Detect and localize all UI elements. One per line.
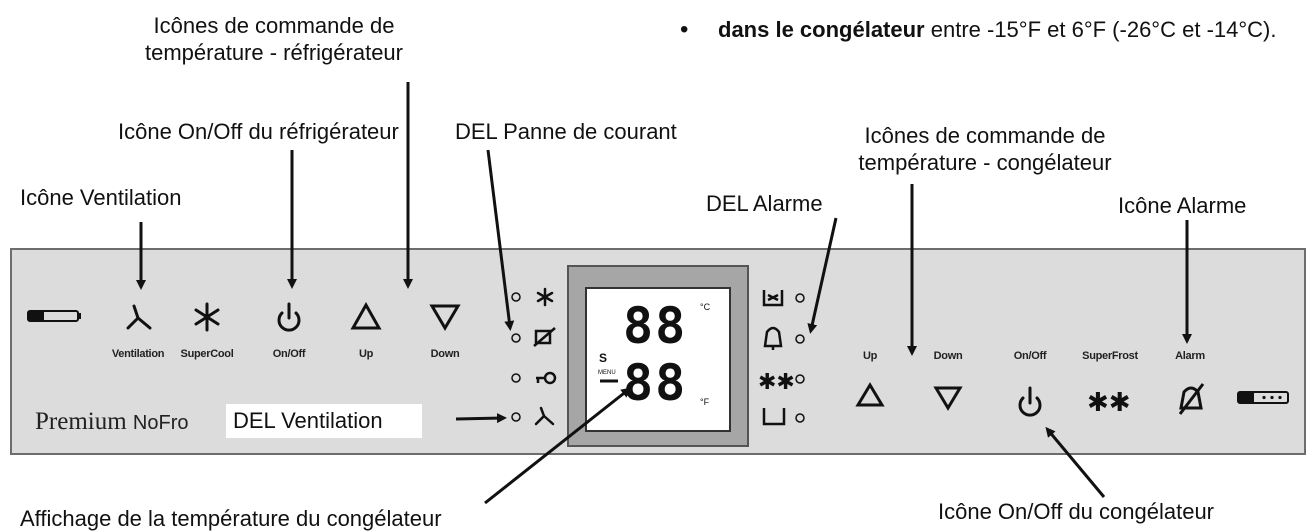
label-alarm: Alarm <box>1175 350 1205 362</box>
down-triangle-icon[interactable] <box>429 304 461 331</box>
bell-crossed-icon[interactable] <box>1178 383 1205 415</box>
callout-line: température - réfrigérateur <box>145 40 403 65</box>
led-ventilation <box>511 412 521 422</box>
snowflake-icon <box>536 287 554 307</box>
fan-icon <box>534 406 555 426</box>
led-alarm <box>795 334 805 344</box>
bell-icon <box>763 326 783 350</box>
callout-freezer-onoff: Icône On/Off du congélateur <box>938 499 1214 524</box>
label-fridge-up: Up <box>358 348 374 360</box>
bullet-dot: • <box>680 16 689 43</box>
callout-arrows <box>136 82 1192 505</box>
double-snowflake-icon: ✱✱ <box>758 370 795 395</box>
label-freezer-onoff: On/Off <box>1013 350 1047 362</box>
label-fridge-down: Down <box>430 348 460 360</box>
callout-fridge-onoff: Icône On/Off du réfrigérateur <box>118 119 399 144</box>
label-fridge-onoff: On/Off <box>272 348 306 360</box>
brand-sub: NoFro <box>132 412 189 434</box>
callout-line: Icônes de commande de <box>153 13 395 38</box>
brand-name: Premium <box>35 408 127 435</box>
up-triangle-icon[interactable] <box>350 301 382 330</box>
label-freezer-up: Up <box>862 350 878 362</box>
unit-fahrenheit: °F <box>700 397 710 407</box>
callout-ventilation-icon: Icône Ventilation <box>20 185 182 210</box>
led-bucket <box>795 413 805 423</box>
label-freezer-down: Down <box>933 350 963 362</box>
led-power-failure <box>511 333 521 343</box>
arrow-ventilation-led <box>455 413 507 424</box>
bucket-icon <box>762 408 786 426</box>
arrow-power-failure-led <box>486 149 515 331</box>
up-triangle-icon[interactable] <box>855 382 885 407</box>
label-supercool: SuperCool <box>180 348 234 360</box>
callout-alarm-icon: Icône Alarme <box>1118 193 1247 218</box>
bullet-bold: dans le congélateur <box>718 17 925 42</box>
double-snowflake-icon[interactable]: ✱✱ <box>1087 388 1131 418</box>
power-icon[interactable] <box>1018 386 1042 417</box>
unit-celsius: °C <box>700 302 711 312</box>
key-icon <box>536 371 557 385</box>
callout-ventilation-led: DEL Ventilation <box>226 404 422 438</box>
brand-premium-nofrost: Premium NoFro <box>35 408 189 436</box>
callout-freezer-display: Affichage de la température du congélate… <box>20 506 442 531</box>
menu-indicator: MENU <box>598 370 616 376</box>
callout-alarm-led: DEL Alarme <box>706 191 823 216</box>
arrow-alarm-led <box>807 217 838 334</box>
power-icon <box>277 302 301 332</box>
callout-line: température - congélateur <box>858 150 1112 175</box>
bullet-rest: entre -15°F et 6°F (-26°C et -14°C). <box>924 17 1277 42</box>
arrow-freezer-display <box>484 387 632 505</box>
freezer-temp-digits: 88 <box>623 354 688 412</box>
arrow-freezer-onoff <box>1045 426 1106 498</box>
fan-icon <box>126 304 152 330</box>
power-failure-icon <box>533 327 556 347</box>
callout-line: Icônes de commande de <box>864 123 1106 148</box>
down-triangle-icon[interactable] <box>933 386 963 411</box>
led-water <box>795 293 805 303</box>
label-ventilation: Ventilation <box>111 348 165 360</box>
led-superfrost <box>511 292 521 302</box>
led-superfrost-right <box>795 374 805 384</box>
battery-icon <box>27 310 81 322</box>
callout-power-failure-led: DEL Panne de courant <box>455 119 677 144</box>
temperature-display <box>585 287 731 432</box>
callout-fridge-temp-controls: Icônes de commande de température - réfr… <box>104 12 444 66</box>
label-superfrost: SuperFrost <box>1082 350 1138 362</box>
bullet-text: dans le congélateur entre -15°F et 6°F (… <box>718 16 1308 43</box>
superfrost-s-indicator: S <box>599 351 608 365</box>
snowflake-icon <box>194 302 220 332</box>
battery-icon <box>1237 391 1289 404</box>
led-childlock <box>511 373 521 383</box>
callout-freezer-temp-controls: Icônes de commande de température - cong… <box>815 122 1155 176</box>
fridge-temp-digits: 88 <box>623 297 688 355</box>
water-icon <box>762 290 784 307</box>
